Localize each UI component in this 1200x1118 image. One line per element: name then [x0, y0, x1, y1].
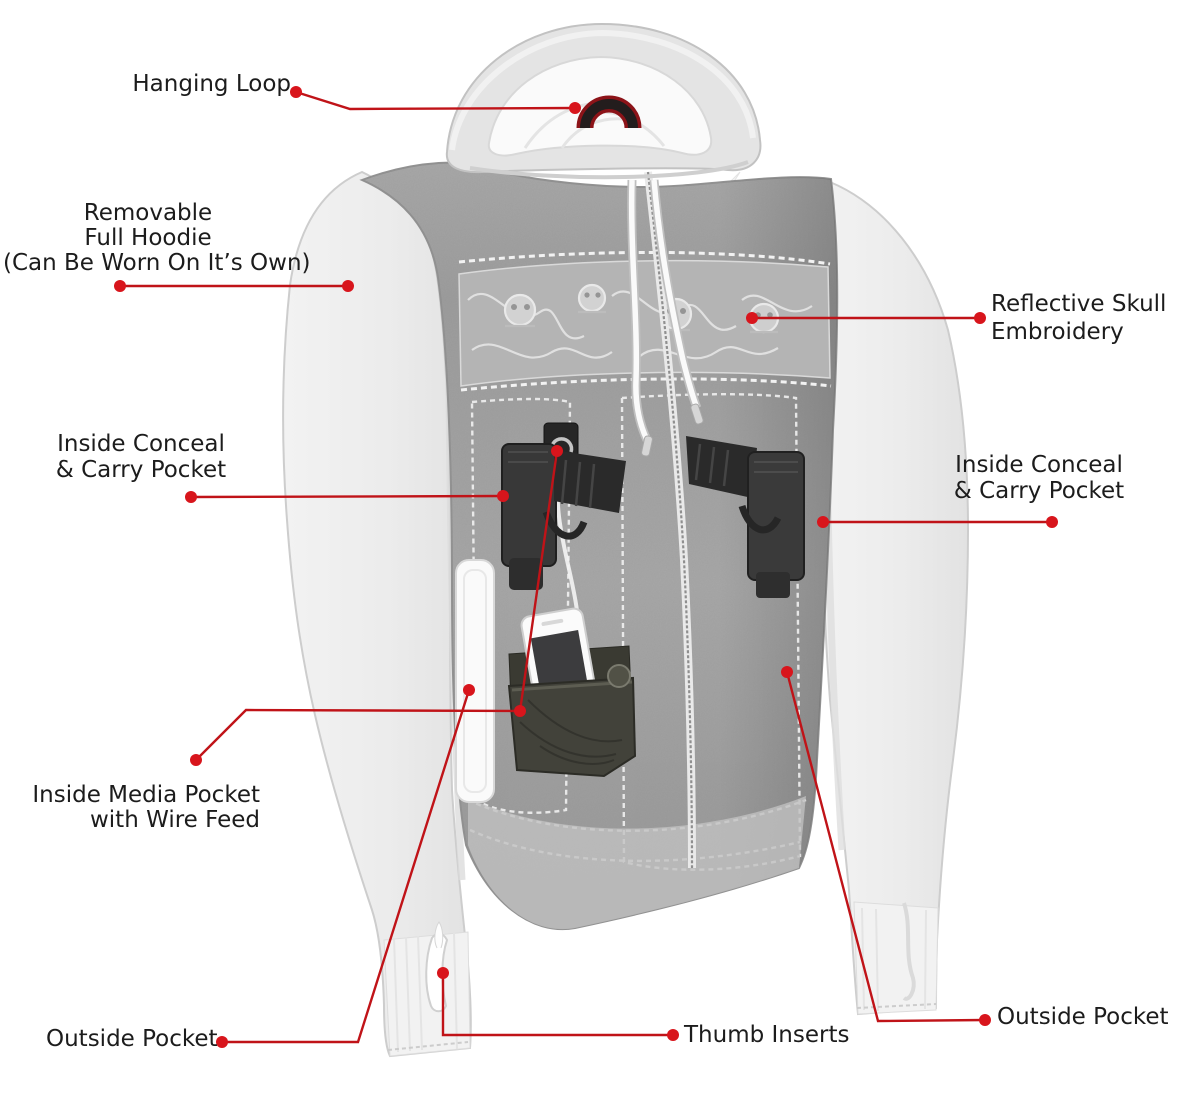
drawstrings	[627, 179, 704, 457]
pouch-emblem	[607, 664, 631, 688]
inside-conceal-left-label: Inside Conceal & Carry Pocket	[28, 431, 254, 483]
right-sleeve	[819, 180, 970, 1016]
right-cuff	[853, 901, 939, 1015]
inside-conceal-right-label: Inside Conceal & Carry Pocket	[941, 452, 1137, 504]
removable-hoodie-label-line1: Removable	[83, 200, 213, 226]
hanging-loop-icon	[576, 95, 642, 129]
inside-conceal-left-label-line2: & Carry Pocket	[55, 457, 227, 483]
inside-conceal-right-label-line1: Inside Conceal	[955, 452, 1123, 478]
front-zipper	[644, 171, 696, 869]
thumb-inserts-label: Thumb Inserts	[684, 1022, 850, 1048]
inside-media-pocket-label-line1: Inside Media Pocket	[32, 782, 260, 808]
outside-pocket-left-label: Outside Pocket	[46, 1026, 218, 1052]
removable-hoodie-label-line2: Full Hoodie	[84, 225, 212, 251]
removable-hoodie-label: Removable Full Hoodie (Can Be Worn On It…	[3, 200, 311, 276]
hem-band	[468, 796, 806, 930]
removable-hoodie-label-line3: (Can Be Worn On It’s Own)	[3, 250, 311, 276]
inside-conceal-right-label-line2: & Carry Pocket	[953, 478, 1125, 504]
reflective-skull-label: Reflective Skull Embroidery	[991, 290, 1166, 346]
inside-media-pocket-label-line2: with Wire Feed	[89, 807, 260, 833]
inside-conceal-left-label-line1: Inside Conceal	[57, 431, 225, 457]
reflective-skull-label-line2: Embroidery	[991, 319, 1124, 345]
inside-lining-strip	[455, 559, 495, 803]
hanging-loop-label: Hanging Loop	[132, 71, 291, 97]
outside-pocket-right-label: Outside Pocket	[997, 1004, 1169, 1030]
inside-media-pocket-label: Inside Media Pocket with Wire Feed	[0, 783, 260, 833]
reflective-skull-label-line1: Reflective Skull	[991, 291, 1167, 317]
embroidery-band	[458, 250, 832, 392]
left-cuff	[383, 921, 471, 1057]
right-handgun	[686, 436, 805, 598]
